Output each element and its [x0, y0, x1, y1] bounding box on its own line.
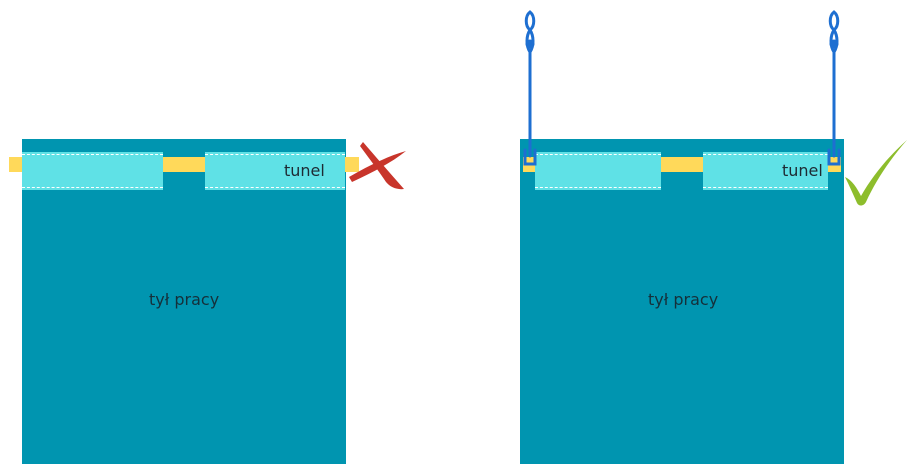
quilt-back-label: tył pracy	[648, 290, 719, 309]
stitch-line-bottom	[205, 187, 345, 188]
hanging-cord-left	[523, 10, 537, 166]
sleeve-segment-left	[22, 152, 163, 190]
left-panel-wrong: tunel tył pracy	[0, 0, 455, 474]
stitch-line-top	[205, 154, 345, 155]
quilt-back-label: tył pracy	[149, 290, 220, 309]
hanging-cord-right	[827, 10, 841, 166]
sleeve-segment-left	[535, 152, 661, 190]
sleeve-segment-right: tunel	[703, 152, 828, 190]
sleeve-segment-right: tunel	[205, 152, 345, 190]
cross-mark-icon	[349, 142, 406, 190]
stitch-line-top	[22, 154, 163, 155]
hanging-cord-icon	[523, 10, 841, 166]
quilt-back	[520, 139, 844, 464]
quilt-back	[22, 139, 346, 464]
sleeve-label: tunel	[284, 161, 325, 180]
stitch-line-bottom	[22, 187, 163, 188]
right-panel-correct: tunel tył pracy	[455, 0, 910, 474]
stitch-line-top	[703, 154, 828, 155]
check-mark-icon	[845, 140, 907, 206]
stitch-line-top	[535, 154, 661, 155]
stitch-line-bottom	[535, 187, 661, 188]
stitch-line-bottom	[703, 187, 828, 188]
sleeve-label: tunel	[782, 161, 823, 180]
